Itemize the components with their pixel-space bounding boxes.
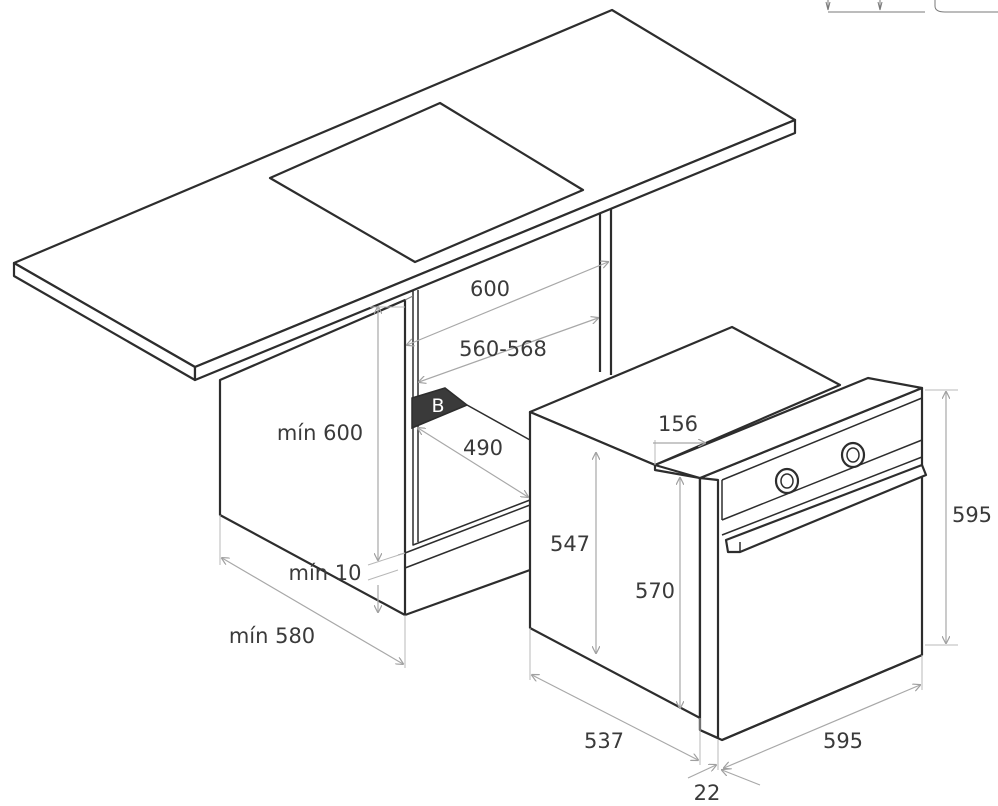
corner-fragment — [825, 0, 998, 13]
dim-490: 490 — [463, 436, 503, 460]
hob-cutout — [268, 101, 585, 264]
dim-min-10: mín 10 — [289, 561, 362, 585]
oven — [528, 325, 928, 742]
worktop — [12, 8, 797, 382]
cabinet-niche: B — [218, 200, 613, 617]
dim-22: 22 — [694, 781, 721, 805]
dim-595-width: 595 — [823, 729, 863, 753]
dim-570: 570 — [635, 579, 675, 603]
dim-min-600: mín 600 — [277, 421, 363, 445]
label-b: B — [431, 395, 444, 417]
dim-595-height: 595 — [952, 503, 992, 527]
door-handle — [724, 463, 928, 554]
dim-537: 537 — [584, 729, 624, 753]
cabinet-dimensions: 600 560-568 490 mín 600 mín 10 mín 580 — [219, 262, 608, 668]
dim-560-568: 560-568 — [459, 337, 547, 361]
dim-600: 600 — [470, 277, 510, 301]
dim-156: 156 — [658, 412, 698, 436]
dim-min-580: mín 580 — [229, 624, 315, 648]
left-control-knob — [774, 467, 800, 495]
dim-547: 547 — [550, 532, 590, 556]
oven-dimensions: 156 547 570 595 537 595 22 — [529, 389, 992, 805]
right-control-knob — [840, 441, 866, 469]
